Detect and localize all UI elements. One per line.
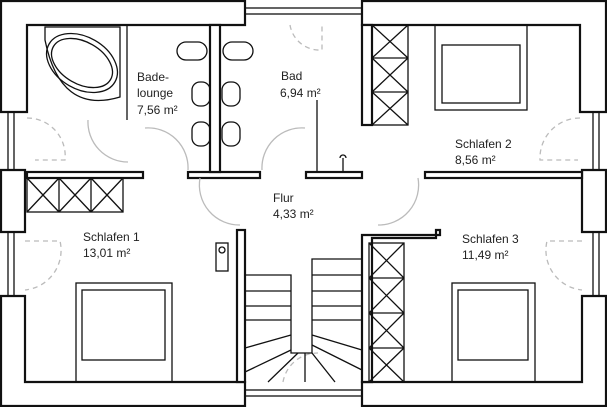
badelounge-label-2: lounge	[137, 86, 173, 100]
staircase	[215, 242, 363, 383]
bad-label: Bad	[281, 69, 302, 83]
badelounge-label: Bade-	[137, 70, 169, 84]
schlafen1-label: Schlafen 1	[83, 230, 140, 244]
bad-area: 6,94 m²	[280, 86, 321, 100]
sinks-and-toilets	[176, 41, 347, 172]
schlafen3-label: Schlafen 3	[462, 232, 519, 246]
schlafen2-label: Schlafen 2	[455, 137, 512, 151]
wardrobes	[26, 24, 409, 383]
schlafen2-area: 8,56 m²	[455, 153, 496, 167]
flur-label: Flur	[273, 191, 294, 205]
beds	[75, 24, 536, 383]
bathtub	[44, 26, 121, 102]
badelounge-area: 7,56 m²	[137, 103, 178, 117]
room-labels: Bade- lounge 7,56 m² Bad 6,94 m² Schlafe…	[83, 69, 519, 262]
flur-area: 4,33 m²	[273, 207, 314, 221]
schlafen1-area: 13,01 m²	[83, 246, 130, 260]
interior-walls	[25, 23, 584, 384]
schlafen3-area: 11,49 m²	[462, 248, 508, 262]
doors	[24, 24, 583, 383]
